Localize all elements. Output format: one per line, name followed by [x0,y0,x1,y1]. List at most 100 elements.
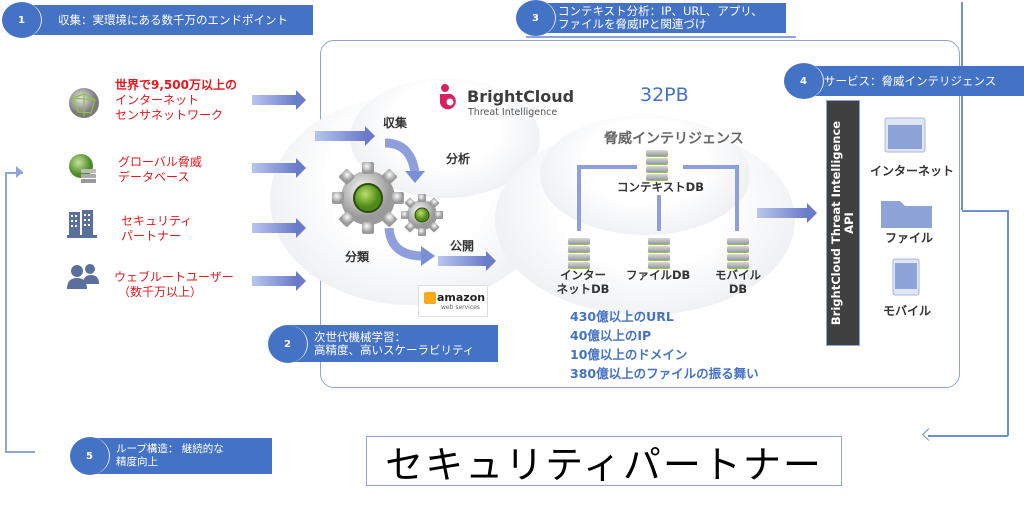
db-connector-right [735,165,739,231]
folder-icon [881,201,932,228]
badge-4: 4 [784,63,824,99]
browser-window-icon [884,117,926,153]
internet-db-icon [568,238,590,270]
step-classify: 分類 [345,250,370,264]
step-publish: 公開 [450,239,475,253]
intel-cloud-top [540,115,750,235]
banner-loop: ループ構造： 継続的な 精度向上 [86,438,272,474]
banner-loop-line1: ループ構造： 継続的な [116,443,224,455]
footer-title-box: セキュリティパートナー [366,436,842,487]
loop-line-right-bottom [928,435,1008,437]
internet-db-line2: ネットDB [556,282,610,296]
globe-database-icon [69,154,96,183]
intel-to-api-arrow [757,203,817,223]
loop-line-right-top [962,210,1008,212]
loop-line-left-top [5,172,23,174]
large-gear-icon [332,162,404,234]
service-label-file: ファイル [885,231,934,245]
banner-context-line1: コンテキスト分析：IP、URL、アプリ、 [558,4,763,18]
aws-cubes-icon [424,292,436,304]
step-analyze: 分析 [446,152,471,166]
source-label-global-db: グローバル脅威 データベース [118,155,202,185]
loop-arrow-right-icon [16,166,23,178]
banner-3-underline [526,36,796,38]
stat-file-behaviors: 380億以上のファイルの振る舞い [570,366,759,381]
internet-db-line1: インター [560,268,606,282]
source-sensor-line3: センサネットワーク [115,108,224,122]
file-db-icon [648,238,670,270]
publish-arrow [438,251,496,271]
stat-domains: 10億以上のドメイン [570,347,688,362]
source-label-partner: セキュリティ パートナー [121,214,192,244]
api-label: BrightCloud Threat Intelligence API [829,100,856,346]
collect-to-analyze-arrow [384,138,425,183]
brightcloud-logo-icon [440,84,456,110]
db-connector-left-top [577,165,637,169]
aws-sub-label: web services [441,304,480,311]
mobile-db-icon [727,238,749,270]
source-users-line2: （数千万以上） [118,285,203,299]
footer-title: セキュリティパートナー [385,442,823,487]
classify-to-publish-arrow [384,228,435,266]
capacity-label: 32PB [640,84,689,106]
mobile-db-line1: モバイル [715,268,761,282]
loop-arrow-left-icon [922,428,935,441]
source-arrow-2 [252,158,306,178]
service-connector-line [961,2,963,210]
source-arrow-4 [252,271,306,291]
source-sensor-line1: 世界で9,500万以上の [115,78,237,92]
api-label-line2: API [842,212,856,234]
stat-urls: 430億以上のURL [570,309,674,324]
banner-collect: 収集：実環境にある数千万のエンドポイント [18,5,313,35]
banner-ml-line2: 高精度、高いスケーラビリティ [314,342,475,357]
internet-db-label: インター ネットDB [553,268,613,296]
globe-network-icon [69,88,99,118]
source-users-line1: ウェブルートユーザー [114,270,234,284]
loop-line-right [1007,210,1009,436]
banner-context-analysis: コンテキスト分析：IP、URL、アプリ、 ファイルを脅威IPと関連づけ [530,3,786,33]
aws-label: amazon [437,291,486,304]
banner-ml-line1: 次世代機械学習： [314,329,406,344]
source-global-db-line1: グローバル脅威 [118,155,202,169]
service-label-mobile: モバイル [883,304,932,318]
source-sensor-line2: インターネット [115,93,200,107]
source-arrow-3 [252,218,306,238]
banner-service: サービス：脅威インテリジェンス [800,66,1024,96]
brightcloud-tagline: Threat Intelligence [468,107,558,118]
banner-machine-learning: 次世代機械学習： 高精度、高いスケーラビリティ [286,325,498,362]
badge-3: 3 [516,0,556,36]
badge-2: 2 [268,325,308,363]
aws-logo: amazon web services [418,285,488,317]
banner-loop-line2: 精度向上 [116,456,158,468]
badge-1: 1 [2,2,42,38]
intel-title: 脅威インテリジェンス [604,131,744,147]
mobile-db-line2: DB [728,282,748,296]
source-partner-line2: パートナー [121,229,182,243]
loop-line-left-bottom [5,451,35,453]
users-icon [67,264,99,289]
buildings-icon [67,210,97,238]
step-collect: 収集 [383,116,408,130]
stat-ips: 40億以上のIP [570,328,652,343]
source-arrow-1 [252,90,306,110]
collect-inflow-arrow [315,126,375,146]
source-label-sensor: 世界で9,500万以上の インターネット センサネットワーク [115,78,237,123]
mobile-device-icon [892,258,920,296]
context-db-icon [646,150,668,182]
mobile-db-label: モバイル DB [708,268,768,296]
source-label-users: ウェブルートユーザー （数千万以上） [114,270,234,300]
db-connector-center [657,195,661,231]
service-label-internet: インターネット [870,164,955,178]
badge-5: 5 [70,437,110,475]
source-global-db-line2: データベース [118,170,190,184]
brightcloud-brand-name: BrightCloud [467,87,575,106]
banner-collect-text: 収集：実環境にある数千万のエンドポイント [58,12,288,27]
source-partner-line1: セキュリティ [121,214,193,228]
context-db-label: コンテキストDB [617,180,704,194]
file-db-label: ファイルDB [626,268,691,282]
api-bar: BrightCloud Threat Intelligence API [826,100,860,346]
db-connector-right-top [683,165,738,169]
small-gear-icon [401,194,443,236]
banner-context-line2: ファイルを脅威IPと関連づけ [558,17,707,31]
banner-service-text: サービス：脅威インテリジェンス [824,73,997,88]
